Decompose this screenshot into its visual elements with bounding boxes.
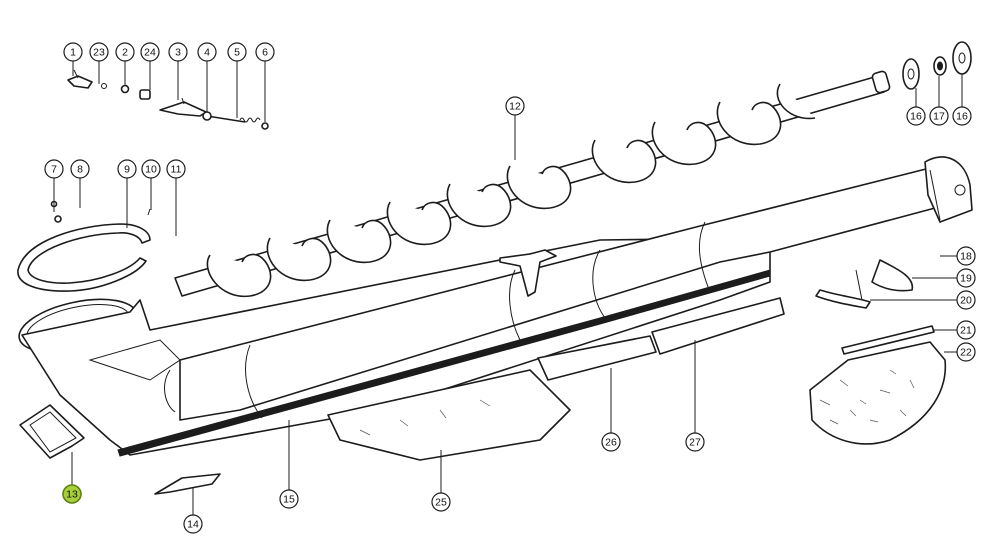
bearing-parts [902,41,972,90]
callout-circle [601,432,621,452]
callout-circle [956,268,976,288]
callout-circle [505,96,525,116]
callout-circle [63,42,83,62]
auger-tube [18,167,936,457]
callout-number: 3 [175,47,181,59]
callout-number: 4 [204,47,210,59]
auger-screw [174,70,891,298]
callout-number: 1 [70,47,76,59]
callout-number: 16 [910,111,922,123]
callout-number: 5 [234,47,240,59]
callout-number: 17 [933,111,945,123]
callout-number: 16 [956,111,968,123]
callout-number: 10 [145,164,157,176]
callout-23[interactable]: 23 [89,42,109,62]
callout-circle [141,159,161,179]
callout-9[interactable]: 9 [117,159,137,179]
end-cap [924,156,973,223]
callout-bubbles: 1 23 2 24 3 4 5 6 7 8 9 10 11 12 13 14 15 16 17 16 18 19 20 21 2… [44,42,976,534]
callout-circle [117,159,137,179]
callout-5[interactable]: 5 [227,42,247,62]
callout-circle [115,42,135,62]
callout-7[interactable]: 7 [44,159,64,179]
cover-panel [809,325,947,445]
callout-20[interactable]: 20 [956,290,976,310]
callout-number: 7 [51,164,57,176]
callout-18[interactable]: 18 [956,246,976,266]
callout-number: 11 [171,164,182,176]
callout-14[interactable]: 14 [183,514,203,534]
callout-16[interactable]: 16 [906,106,926,126]
callout-2[interactable]: 2 [115,42,135,62]
callout-circle [431,492,451,512]
callout-13-highlighted[interactable]: 13 [62,484,82,504]
callout-6[interactable]: 6 [255,42,275,62]
callout-circle [197,42,217,62]
callout-number: 19 [960,273,972,285]
callout-circle [956,246,976,266]
callout-circle [956,290,976,310]
callout-22[interactable]: 22 [956,342,976,362]
callout-number: 25 [435,497,447,509]
callout-number: 24 [144,47,156,59]
inlet-hopper [19,404,221,495]
callout-circle [952,106,972,126]
callout-27[interactable]: 27 [685,432,705,452]
callout-number: 22 [960,347,972,359]
callout-circle [227,42,247,62]
callout-15[interactable]: 15 [279,489,299,509]
callout-24[interactable]: 24 [140,42,160,62]
callout-circle [956,320,976,340]
callout-circle [89,42,109,62]
callout-circle [279,489,299,509]
callout-number: 27 [689,437,701,449]
callout-number: 18 [960,251,972,263]
callout-circle [183,514,203,534]
callout-number: 6 [262,47,268,59]
callout-number: 13 [66,489,78,501]
lower-panels [327,297,785,461]
callout-circle [168,42,188,62]
callout-circle [956,342,976,362]
callout-number: 12 [509,101,521,113]
callout-circle [140,42,160,62]
callout-number: 15 [283,494,295,506]
callout-26[interactable]: 26 [601,432,621,452]
callout-12[interactable]: 12 [505,96,525,116]
callout-number: 8 [77,164,83,176]
callout-3[interactable]: 3 [168,42,188,62]
leader-lines [53,60,963,516]
callout-25[interactable]: 25 [431,492,451,512]
callout-circle [906,106,926,126]
callout-10[interactable]: 10 [141,159,161,179]
callout-circle [62,484,82,504]
wear-strips [815,259,914,309]
callout-17[interactable]: 17 [929,106,949,126]
callout-4[interactable]: 4 [197,42,217,62]
callout-8[interactable]: 8 [70,159,90,179]
small-hardware-parts [67,69,269,130]
callout-19[interactable]: 19 [956,268,976,288]
callout-1[interactable]: 1 [63,42,83,62]
callout-circle [44,159,64,179]
callout-number: 14 [187,519,199,531]
callout-circle [929,106,949,126]
callout-number: 26 [605,437,617,449]
callout-circle [70,159,90,179]
callout-21[interactable]: 21 [956,320,976,340]
end-ring-parts [17,200,151,292]
callout-number: 9 [124,164,130,176]
callout-circle [255,42,275,62]
callout-11[interactable]: 11 [166,159,186,179]
callout-circle [685,432,705,452]
callout-number: 20 [960,295,972,307]
callout-circle [166,159,186,179]
callout-number: 23 [93,47,105,59]
callout-16[interactable]: 16 [952,106,972,126]
callout-number: 21 [960,325,972,337]
callout-number: 2 [122,47,128,59]
